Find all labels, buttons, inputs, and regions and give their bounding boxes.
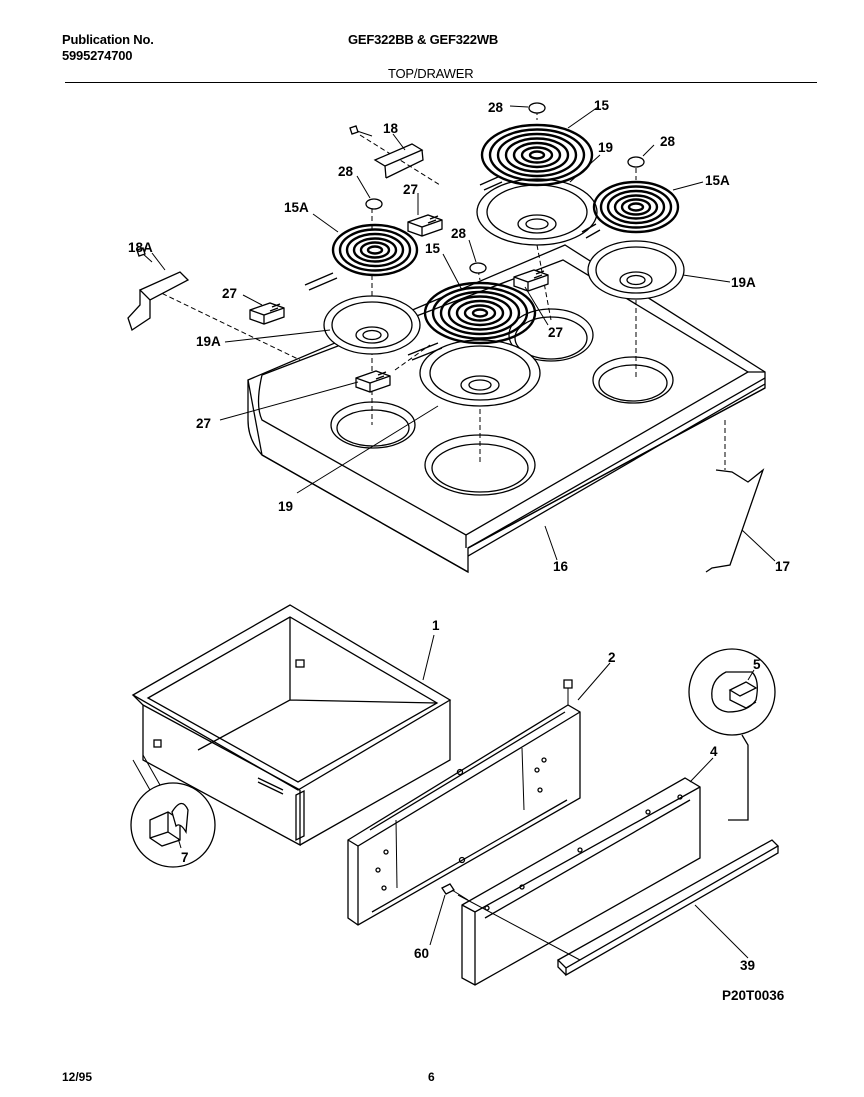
- bracket-18: [349, 125, 424, 179]
- callout-28: 28: [451, 226, 467, 241]
- trim-ring-28-d: [469, 262, 487, 274]
- callout-5: 5: [753, 657, 761, 672]
- drawer-handle-39: [556, 839, 780, 977]
- footer-date: 12/95: [62, 1070, 93, 1084]
- callout-2: 2: [608, 650, 616, 665]
- callout-19a: 19A: [196, 334, 221, 349]
- callout-39: 39: [740, 958, 755, 973]
- callout-15a: 15A: [705, 173, 730, 188]
- screw-60: [441, 883, 581, 961]
- callout-27: 27: [196, 416, 211, 431]
- callout-19: 19: [278, 499, 293, 514]
- receptacle-27-b: [249, 302, 285, 325]
- drawer-panel-2: [347, 679, 581, 926]
- drip-pan-19a-left: [323, 295, 421, 355]
- surface-element-15-rear: [480, 123, 594, 187]
- callout-18: 18: [383, 121, 399, 136]
- leader-lines: [151, 105, 776, 959]
- drawer-front-4: [461, 777, 701, 986]
- surface-element-15a-left: [331, 223, 419, 277]
- drip-pan-19a-right: [587, 240, 685, 300]
- surface-element-15a-right: [592, 180, 680, 234]
- callout-15: 15: [425, 241, 441, 256]
- support-rod-17: [705, 468, 765, 573]
- callout-60: 60: [414, 946, 429, 961]
- publication-label: Publication No.: [62, 32, 154, 47]
- drip-pan-19-rear: [476, 178, 598, 246]
- receptacle-27-a: [407, 214, 443, 237]
- callout-28: 28: [660, 134, 676, 149]
- callout-19a: 19A: [731, 275, 756, 290]
- figure-code: P20T0036: [722, 988, 785, 1003]
- callout-labels: 28 15 18 19 28 28 27 15A 15A 28 18A 15 2…: [128, 98, 790, 1003]
- callout-4: 4: [710, 744, 718, 759]
- callout-1: 1: [432, 618, 440, 633]
- callout-16: 16: [553, 559, 569, 574]
- cooktop-main-top: [247, 244, 766, 574]
- trim-ring-28-b: [627, 156, 645, 168]
- callout-15: 15: [594, 98, 610, 113]
- trim-ring-28-a: [528, 102, 546, 114]
- callout-18a: 18A: [128, 240, 153, 255]
- callout-27: 27: [548, 325, 563, 340]
- bracket-18a: [127, 247, 190, 332]
- header-rule: [65, 82, 817, 83]
- detail-5-roller: [688, 648, 776, 821]
- trim-ring-28-c: [365, 198, 383, 210]
- publication-number: 5995274700: [62, 48, 133, 63]
- footer-page-number: 6: [428, 1070, 435, 1084]
- model-title: GEF322BB & GEF322WB: [348, 32, 499, 47]
- callout-28: 28: [338, 164, 354, 179]
- callout-19: 19: [598, 140, 613, 155]
- detail-7-stop: [130, 754, 216, 868]
- callout-17: 17: [775, 559, 790, 574]
- callout-15a: 15A: [284, 200, 309, 215]
- callout-7: 7: [181, 850, 189, 865]
- callout-27: 27: [222, 286, 237, 301]
- section-title: TOP/DRAWER: [388, 66, 474, 81]
- callout-27: 27: [403, 182, 418, 197]
- drawer-1: [131, 604, 452, 847]
- element-terminals: [304, 176, 601, 361]
- callout-28: 28: [488, 100, 504, 115]
